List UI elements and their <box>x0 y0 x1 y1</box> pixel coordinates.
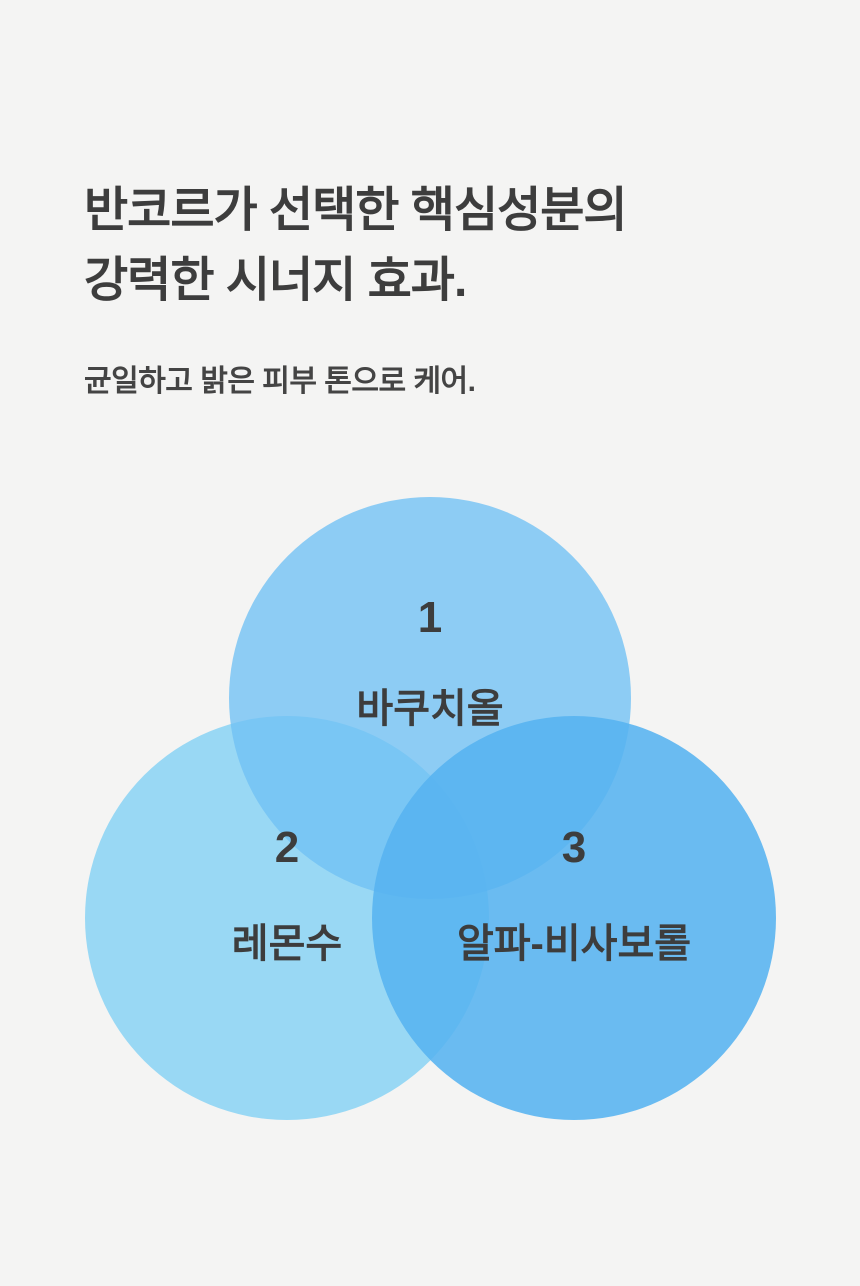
set-2-label: 레몬수 <box>232 922 342 966</box>
set-2-number: 2 <box>275 823 299 872</box>
title-line-1: 반코르가 선택한 핵심성분의 <box>84 184 628 237</box>
set-3-number: 3 <box>562 823 586 872</box>
subtitle: 균일하고 밝은 피부 톤으로 케어. <box>84 365 476 398</box>
set-1-label: 바쿠치올 <box>356 687 503 731</box>
set-3-label: 알파-비사보롤 <box>457 922 691 966</box>
venn-circle-3 <box>372 716 776 1120</box>
title-line-2: 강력한 시너지 효과. <box>84 254 467 307</box>
page-title: 반코르가 선택한 핵심성분의 강력한 시너지 효과. <box>84 176 628 316</box>
set-1-number: 1 <box>418 593 442 642</box>
